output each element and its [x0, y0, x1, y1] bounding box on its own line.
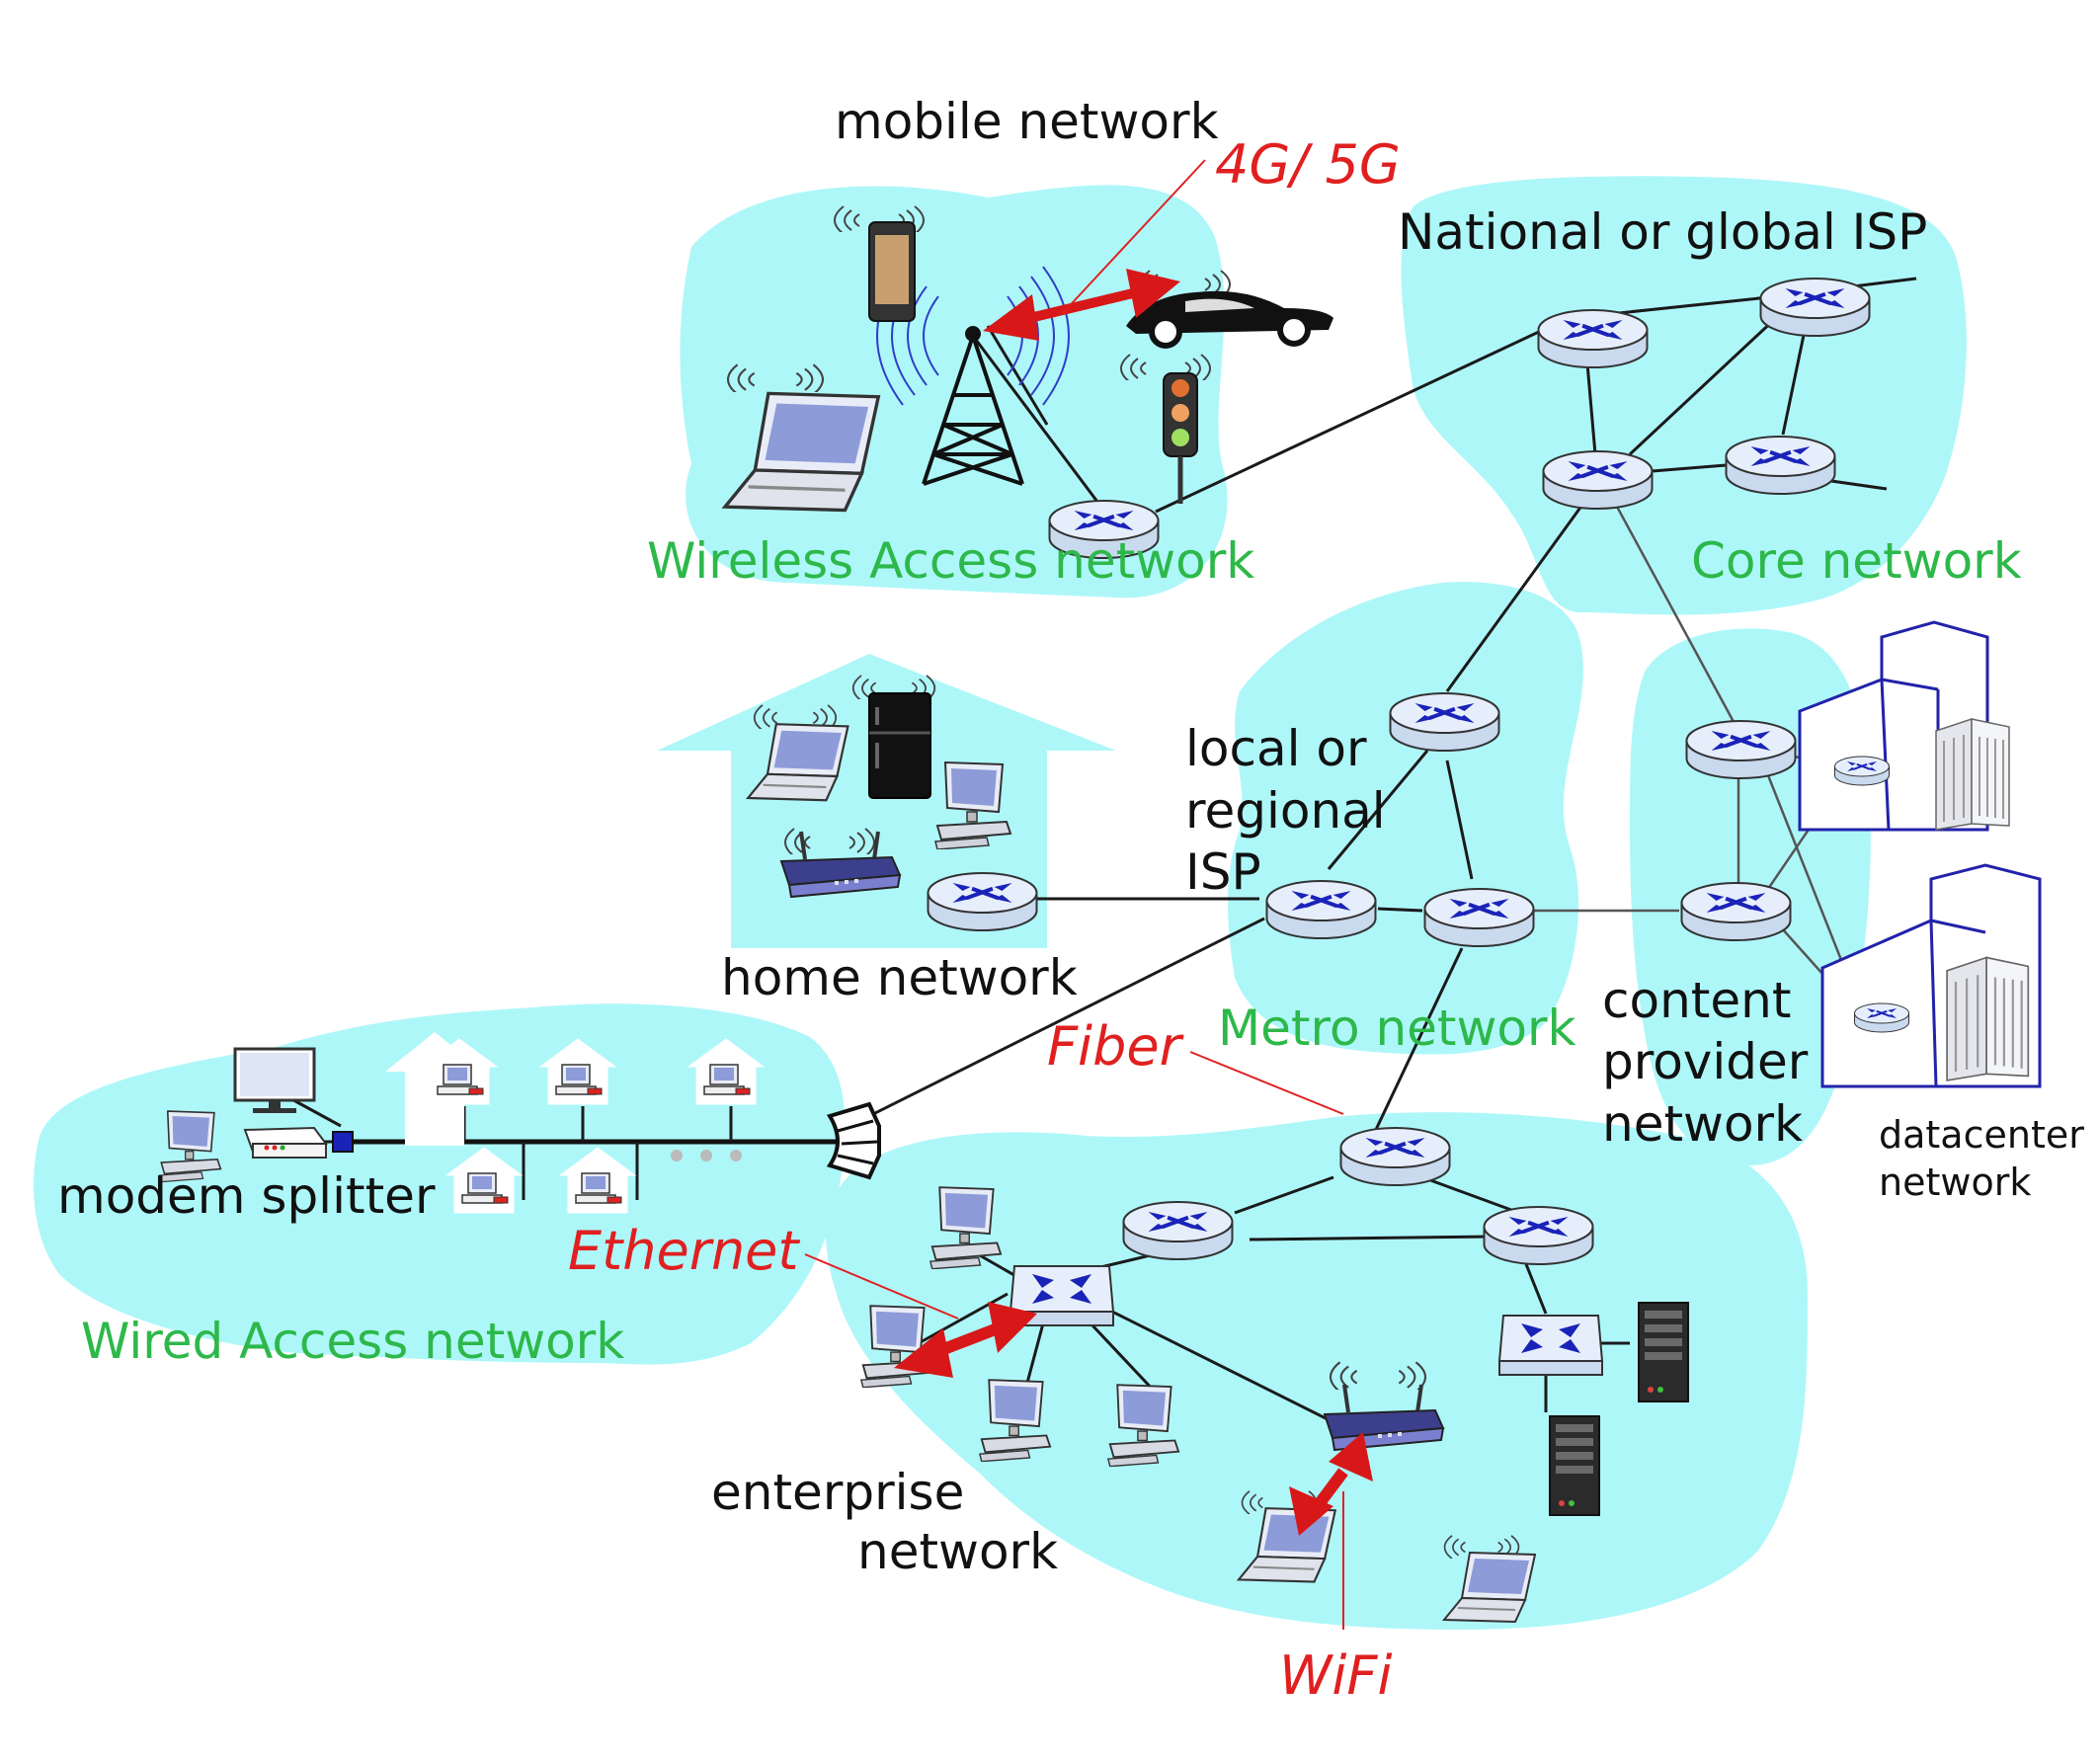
- server-icon: [1945, 956, 2030, 1082]
- pointer-fiber: [1189, 1051, 1344, 1115]
- wireless-access-label: Wireless Access network: [647, 532, 1254, 590]
- enterprise-label-line2: network: [857, 1523, 1058, 1580]
- local-isp-label-line2: regional: [1185, 782, 1386, 840]
- router-icon: [1685, 719, 1797, 780]
- router-icon: [1389, 691, 1500, 753]
- double-arrow-4g5g: [983, 269, 1180, 341]
- ethernet-label: Ethernet: [568, 1220, 800, 1282]
- home-network-devices: [747, 674, 1038, 932]
- cable-headend-icon: [826, 1101, 881, 1180]
- modem-icon: [243, 1126, 328, 1159]
- 4g5g-label: 4G/ 5G: [1215, 133, 1401, 196]
- television-icon: [233, 1047, 316, 1113]
- pointer-ethernet: [804, 1253, 959, 1320]
- router-icon: [1725, 435, 1836, 496]
- wired-access-devices: [158, 1032, 881, 1214]
- traffic-light-icon: [1120, 354, 1211, 504]
- datacenter-building-icon: [1820, 863, 2042, 1088]
- router-icon: [1537, 308, 1649, 369]
- double-arrow-ethernet: [894, 1302, 1037, 1378]
- labels: mobile network 4G/ 5G National or global…: [57, 93, 2084, 1707]
- router-icon: [1122, 1200, 1234, 1261]
- router-icon: [927, 871, 1038, 932]
- wired-access-label: Wired Access network: [81, 1313, 624, 1370]
- content-provider-label-line2: provider: [1602, 1033, 1809, 1090]
- content-provider-label-line3: network: [1602, 1095, 1803, 1153]
- router-icon: [1339, 1126, 1451, 1187]
- modem-splitter-label: modem splitter: [57, 1167, 436, 1225]
- datacenter-label-line2: network: [1879, 1161, 2031, 1204]
- annotations: [804, 159, 1373, 1630]
- local-isp-label-line1: local or: [1185, 720, 1367, 777]
- router-icon: [1265, 879, 1377, 940]
- car-icon: [1126, 270, 1333, 349]
- local-isp-label-line3: ISP: [1185, 843, 1261, 901]
- national-isp-label: National or global ISP: [1398, 203, 1927, 261]
- splitter-icon: [332, 1131, 354, 1153]
- ellipsis-dots: [671, 1150, 742, 1161]
- router-icon: [1542, 449, 1654, 511]
- router-icon: [1680, 881, 1792, 942]
- router-icon: [1759, 277, 1871, 338]
- fiber-label: Fiber: [1047, 1015, 1184, 1078]
- enterprise-label-line1: enterprise: [711, 1464, 964, 1521]
- cell-tower-icon: [876, 266, 1070, 486]
- pointer-4g5g: [1061, 159, 1206, 315]
- server-icon: [1549, 1415, 1600, 1516]
- refrigerator-icon: [868, 692, 931, 799]
- wifi-label: WiFi: [1279, 1644, 1392, 1707]
- content-provider-label-line1: content: [1602, 972, 1791, 1029]
- router-icon: [1423, 887, 1535, 948]
- datacenter-label-line1: datacenter: [1879, 1113, 2084, 1157]
- home-network-label: home network: [721, 949, 1078, 1006]
- mobile-network-label: mobile network: [835, 93, 1219, 150]
- metro-network-label: Metro network: [1218, 1000, 1576, 1057]
- smartphone-icon: [834, 205, 925, 322]
- double-arrow-wifi: [1289, 1432, 1373, 1536]
- switch-icon: [1498, 1315, 1603, 1376]
- router-icon: [1483, 1205, 1594, 1266]
- devices: [158, 205, 2042, 1623]
- core-network-label: Core network: [1691, 532, 2022, 590]
- server-icon: [1935, 718, 2010, 831]
- server-icon: [1638, 1302, 1689, 1402]
- datacenter-building-icon: [1798, 620, 2010, 832]
